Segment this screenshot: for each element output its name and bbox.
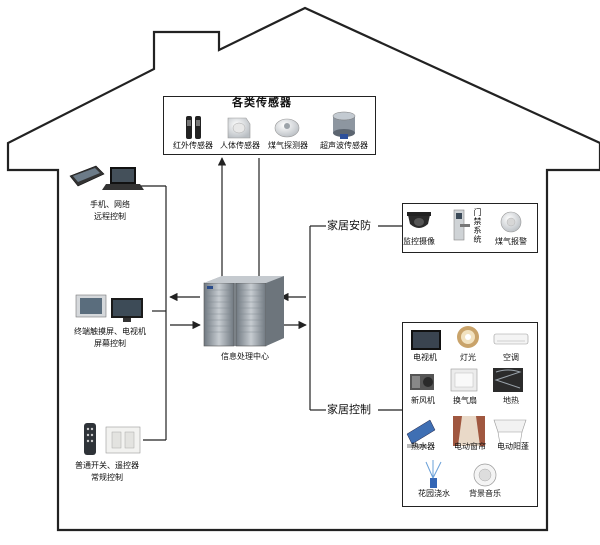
security-item-door: 门禁系统 [473,208,482,244]
sensors-title: 各类传感器 [232,96,292,109]
infrared-sensor-icon [186,116,201,139]
control-item-floor-heating: 地热 [503,396,519,405]
air-conditioner-icon [493,333,529,345]
device-label-switch-line2: 常规控制 [91,473,123,482]
control-item-light: 灯光 [460,353,476,362]
control-item-fresh-air: 新风机 [411,396,435,405]
touchscreen-monitor-icon [75,294,143,322]
control-item-exhaust-fan: 换气扇 [453,396,477,405]
server-cabinet-icon [203,276,284,347]
switch-remote-icon [84,423,141,455]
device-label-remote-line2: 远程控制 [94,212,126,221]
center-label: 信息处理中心 [221,352,269,361]
control-item-awning: 电动阳蓬 [497,442,529,451]
sensor-label-gas: 煤气探测器 [268,141,308,150]
speaker-icon [473,463,497,487]
sensor-label-motion: 人体传感器 [220,141,260,150]
device-label-touchscreen-line2: 屏幕控制 [94,339,126,348]
control-item-music: 背景音乐 [469,489,501,498]
door-lock-icon [453,209,470,241]
water-heater-icon [406,419,436,448]
sensors-box [163,96,376,155]
control-item-water-heater: 热水器 [411,442,435,451]
security-item-gas-alarm: 煤气报警 [495,237,527,246]
sensor-label-ultrasonic: 超声波传感器 [320,141,368,150]
awning-icon [493,419,527,445]
phone-laptop-icon [69,165,144,190]
security-box [402,203,538,253]
control-item-ac: 空调 [503,353,519,362]
device-label-touchscreen-line1: 终端触摸屏、电视机 [74,327,146,336]
control-box [402,322,538,507]
gas-detector-icon [274,118,300,138]
floor-heating-icon [493,368,523,392]
ultrasonic-sensor-icon [332,111,356,139]
security-label: 家居安防 [327,219,371,232]
control-item-tv: 电视机 [413,353,437,362]
sensor-label-infrared: 红外传感器 [173,141,213,150]
sprinkler-icon [425,460,442,488]
gas-alarm-icon [500,211,522,233]
exhaust-fan-icon [450,368,478,392]
control-label: 家居控制 [327,403,371,416]
fresh-air-unit-icon [410,374,434,390]
control-item-curtain: 电动窗帘 [454,442,486,451]
device-label-switch-line1: 普通开关、遥控器 [75,461,139,470]
security-item-camera: 监控摄像 [403,237,435,246]
house-outline [6,6,600,532]
tv-icon [411,330,441,350]
control-item-sprinkler: 花园浇水 [418,489,450,498]
ceiling-light-icon [457,326,479,348]
curtain-icon [453,416,485,446]
device-label-remote-line1: 手机、网络 [90,200,130,209]
motion-sensor-icon [227,117,251,139]
camera-icon [407,212,431,228]
